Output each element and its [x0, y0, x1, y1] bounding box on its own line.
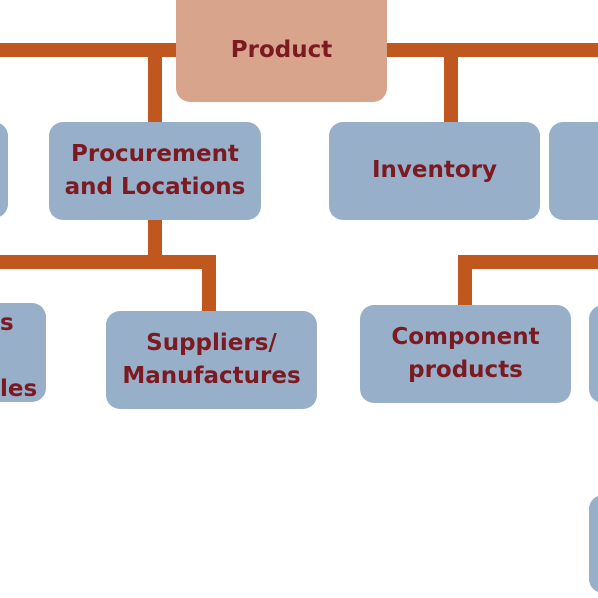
connector-procurement-down	[148, 217, 162, 265]
level2-node-left-partial[interactable]: s les	[0, 303, 46, 402]
level2-node-suppliers[interactable]: Suppliers/ Manufactures	[106, 311, 317, 409]
connector-to-inventory	[444, 50, 458, 124]
connector-to-suppliers	[202, 255, 216, 313]
connector-to-procurement	[148, 50, 162, 124]
root-node-label: Product	[230, 37, 333, 64]
root-node-product[interactable]: Product	[176, 0, 387, 102]
level1-node-procurement-label: Procurement and Locations	[64, 140, 246, 200]
level1-node-inventory-label: Inventory	[371, 157, 498, 184]
level2-node-component[interactable]: Component products	[360, 305, 571, 403]
connector-top-right	[384, 43, 598, 57]
level1-node-inventory[interactable]: Inventory	[329, 122, 540, 220]
connector-top-left	[0, 43, 180, 57]
level1-node-right-partial[interactable]	[549, 122, 598, 220]
level1-node-procurement[interactable]: Procurement and Locations	[49, 122, 261, 220]
level3-node-right-partial[interactable]	[589, 495, 598, 593]
connector-to-component	[458, 255, 472, 307]
connector-mid-right	[458, 255, 598, 269]
level2-node-suppliers-label: Suppliers/ Manufactures	[122, 329, 301, 389]
level1-node-left-partial[interactable]	[0, 122, 8, 218]
level2-node-left-partial-line2: les	[0, 376, 38, 402]
level2-node-right-partial[interactable]	[589, 305, 598, 403]
level2-node-left-partial-line1: s	[0, 310, 14, 336]
level2-node-component-label: Component products	[391, 323, 540, 383]
connector-mid-left	[0, 255, 216, 269]
